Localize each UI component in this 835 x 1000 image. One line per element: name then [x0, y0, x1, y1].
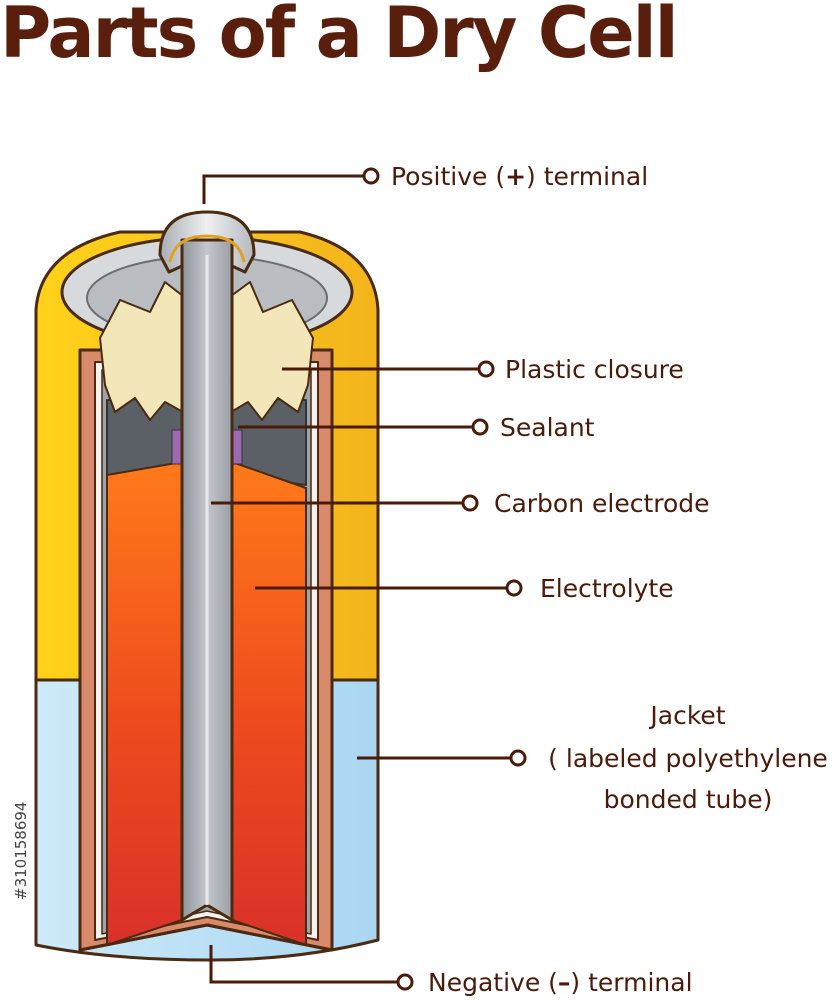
label-jacket-line2: ( labeled polyethylene: [548, 744, 828, 773]
leader-lines: [202, 167, 527, 991]
label-negative-terminal: Negative (–) terminal: [428, 968, 693, 997]
label-jacket-line3: bonded tube): [604, 785, 773, 814]
label-electrolyte: Electrolyte: [540, 574, 674, 603]
label-sealant: Sealant: [500, 413, 595, 442]
label-jacket-line1: Jacket: [648, 701, 725, 730]
positive-cap: [158, 210, 256, 274]
dry-cell-illustration: [34, 210, 380, 962]
label-positive-terminal: Positive (+) terminal: [391, 162, 648, 191]
label-carbon-electrode: Carbon electrode: [494, 489, 710, 518]
leader-positive: [202, 174, 365, 204]
page-title: Parts of a Dry Cell: [0, 0, 679, 74]
electrolyte: [106, 461, 183, 946]
stock-id-text: #310158694: [12, 801, 30, 900]
leader-negative: [209, 945, 398, 984]
label-plastic-closure: Plastic closure: [505, 355, 684, 384]
plastic-closure: [99, 281, 184, 421]
